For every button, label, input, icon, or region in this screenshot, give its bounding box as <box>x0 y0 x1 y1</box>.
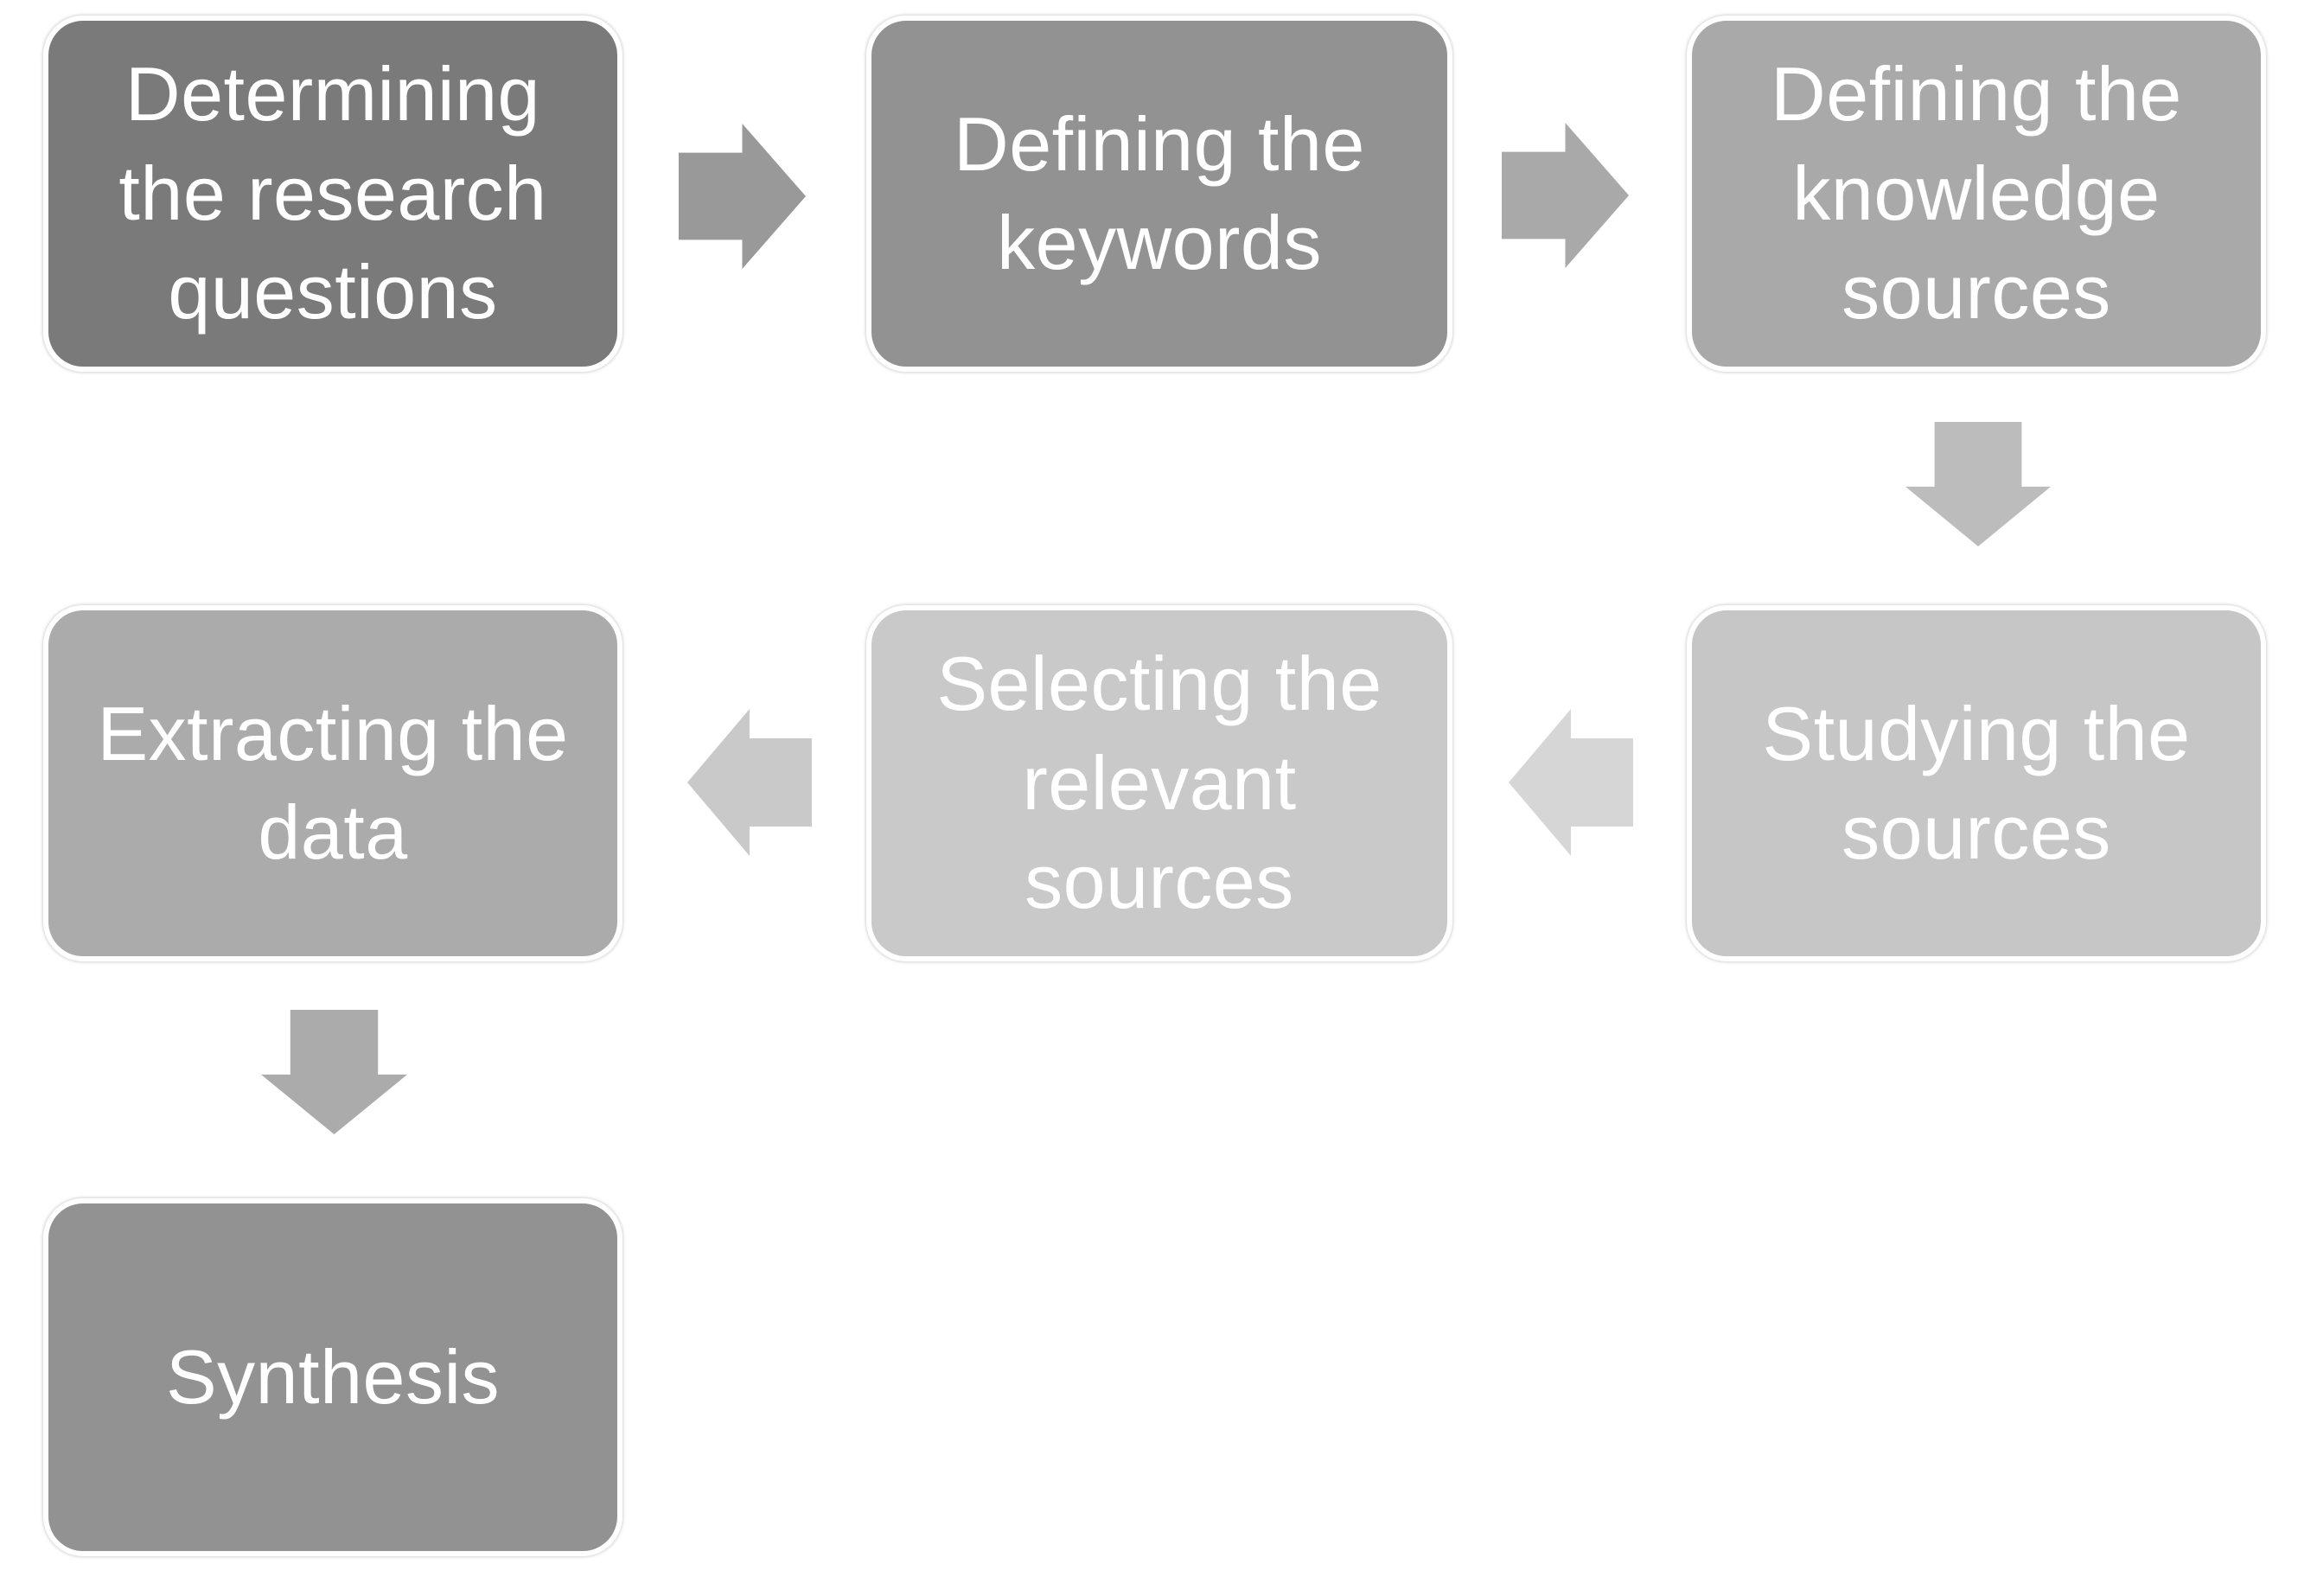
flow-step-label: Synthesis <box>165 1333 501 1420</box>
flow-step-label: Studying the sources <box>1762 690 2191 875</box>
flow-step-determining-research-questions: Determining the research questions <box>43 16 622 372</box>
flow-step-label: Extracting the data <box>97 690 569 875</box>
left-arrow-icon <box>1509 709 1633 856</box>
flow-step-label: Selecting the relevant sources <box>936 641 1382 925</box>
down-arrow-icon <box>1905 422 2051 546</box>
right-arrow-icon <box>1502 123 1629 268</box>
flow-step-defining-knowledge-sources: Defining the knowledge sources <box>1687 16 2266 372</box>
down-arrow-icon <box>261 1010 407 1134</box>
flow-step-studying-sources: Studying the sources <box>1687 605 2266 961</box>
flow-step-label: Defining the knowledge sources <box>1771 51 2182 335</box>
flow-step-selecting-relevant-sources: Selecting the relevant sources <box>866 605 1452 961</box>
right-arrow-icon <box>679 124 806 269</box>
left-arrow-icon <box>687 709 812 856</box>
flow-step-label: Defining the keywords <box>954 100 1365 285</box>
flow-step-label: Determining the research questions <box>118 51 547 335</box>
flow-step-defining-keywords: Defining the keywords <box>866 16 1452 372</box>
flow-step-synthesis: Synthesis <box>43 1198 622 1556</box>
flow-step-extracting-data: Extracting the data <box>43 605 622 961</box>
